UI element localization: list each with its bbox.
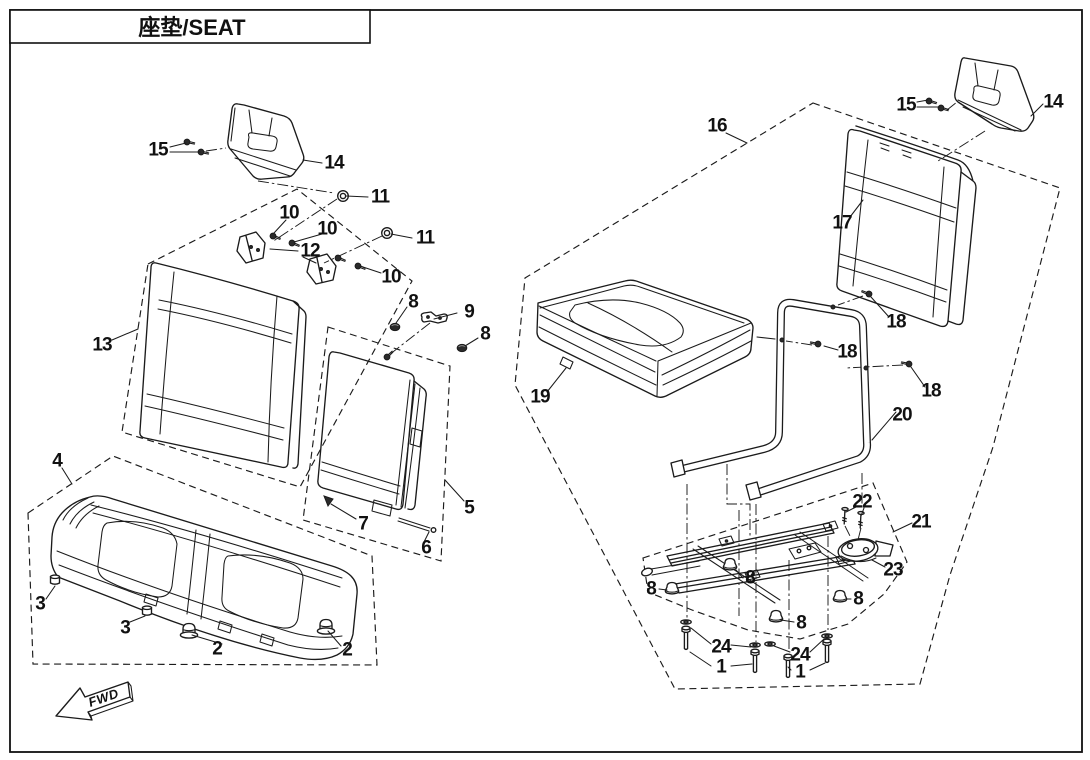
latch-plate bbox=[788, 542, 822, 560]
cushion-latch-knob bbox=[559, 356, 574, 370]
callout-16: 16 bbox=[707, 115, 727, 137]
callout-18: 18 bbox=[886, 311, 906, 333]
page-title: 座垫/SEAT bbox=[138, 15, 246, 40]
callout-3: 3 bbox=[35, 593, 46, 615]
callout-10: 10 bbox=[317, 218, 337, 240]
foot-2-b bbox=[316, 618, 336, 635]
seat-cushion-right bbox=[536, 279, 754, 398]
callout-22: 22 bbox=[852, 491, 872, 513]
headrest-left bbox=[227, 103, 305, 180]
callout-2: 2 bbox=[212, 638, 223, 660]
release-lever bbox=[641, 560, 701, 577]
washer-24-b bbox=[749, 642, 761, 648]
callout-24: 24 bbox=[790, 644, 810, 666]
callout-14: 14 bbox=[324, 152, 344, 174]
callout-8: 8 bbox=[796, 612, 807, 634]
callout-2: 2 bbox=[342, 639, 353, 661]
pin-7-arrow bbox=[323, 495, 334, 508]
washer-24-d bbox=[821, 633, 833, 639]
washer-24-c bbox=[764, 641, 776, 647]
seat-rails bbox=[641, 520, 869, 604]
callout-1: 1 bbox=[716, 656, 727, 678]
screw-15-right-b bbox=[937, 104, 950, 113]
headrest-left-handle-slot bbox=[247, 132, 278, 152]
callout-18: 18 bbox=[837, 341, 857, 363]
screw-18-c bbox=[900, 359, 913, 368]
callout-11: 11 bbox=[370, 186, 390, 208]
frame-runner-end-a bbox=[670, 459, 686, 478]
callout-14: 14 bbox=[1043, 91, 1063, 113]
foot-3-b bbox=[141, 605, 153, 616]
callout-6: 6 bbox=[421, 537, 432, 559]
callout-19: 19 bbox=[530, 386, 550, 408]
region-right-seat-assembly bbox=[514, 102, 1061, 690]
callout-12: 12 bbox=[300, 240, 320, 262]
screw-18-b bbox=[809, 339, 822, 348]
headrest-right-handle-slot bbox=[972, 85, 1001, 106]
callout-4: 4 bbox=[52, 450, 63, 472]
callout-11: 11 bbox=[415, 227, 435, 249]
foot-8-b bbox=[722, 557, 738, 571]
hinge-brackets bbox=[236, 231, 337, 285]
screw-15-left-a bbox=[183, 138, 196, 147]
callout-9: 9 bbox=[464, 301, 475, 323]
callout-7: 7 bbox=[358, 513, 369, 535]
foot-3-a bbox=[49, 574, 61, 585]
backrest-left bbox=[139, 262, 307, 469]
callout-3: 3 bbox=[120, 617, 131, 639]
screw-15-right-a bbox=[925, 97, 938, 106]
backrest-small bbox=[317, 351, 427, 517]
foot-8-a bbox=[664, 581, 680, 595]
foot-8-c bbox=[832, 589, 848, 603]
bench-cushion bbox=[50, 495, 358, 661]
assembly-axis-lines bbox=[205, 101, 986, 650]
washer-24-a bbox=[680, 619, 692, 625]
region-left-backrest bbox=[121, 188, 413, 488]
clip-9 bbox=[420, 311, 448, 324]
callout-8: 8 bbox=[853, 588, 864, 610]
seat-frame bbox=[670, 298, 872, 501]
callout-8: 8 bbox=[745, 567, 756, 589]
callout-13: 13 bbox=[92, 334, 112, 356]
backrest-right bbox=[836, 125, 977, 328]
nut-11-b bbox=[381, 227, 393, 239]
bolt-1-b bbox=[750, 648, 760, 674]
page-border bbox=[9, 9, 1083, 753]
callout-leader-lines bbox=[45, 99, 1044, 671]
region-bench-cushion bbox=[27, 455, 378, 666]
hinge-rod-6 bbox=[397, 517, 437, 533]
callout-5: 5 bbox=[464, 497, 475, 519]
callout-20: 20 bbox=[892, 404, 912, 426]
screw-10-c bbox=[333, 253, 347, 264]
frame-runner-end-b bbox=[745, 481, 762, 501]
callout-10: 10 bbox=[381, 266, 401, 288]
callout-15: 15 bbox=[148, 139, 168, 161]
callout-1: 1 bbox=[795, 661, 806, 683]
callout-10: 10 bbox=[279, 202, 299, 224]
callout-18: 18 bbox=[921, 380, 941, 402]
region-small-backrest bbox=[302, 326, 451, 562]
callout-21: 21 bbox=[911, 511, 931, 533]
screw-on-backrest-small bbox=[382, 348, 395, 362]
bolt-1-a bbox=[681, 625, 691, 651]
fwd-arrow: FWD bbox=[55, 681, 134, 721]
callout-23: 23 bbox=[883, 559, 903, 581]
plug-8-a bbox=[389, 322, 401, 332]
assembly-region-boundaries bbox=[27, 102, 1061, 690]
callout-17: 17 bbox=[832, 212, 852, 234]
screw-22-a bbox=[840, 506, 849, 525]
callout-8: 8 bbox=[480, 323, 491, 345]
region-seat-rails bbox=[642, 482, 908, 640]
callout-8: 8 bbox=[408, 291, 419, 313]
callout-8: 8 bbox=[646, 578, 657, 600]
screw-22-b bbox=[856, 510, 865, 529]
headrest-right bbox=[954, 57, 1035, 132]
riser-bracket-23 bbox=[837, 538, 894, 563]
title-block: 座垫/SEAT bbox=[9, 9, 371, 44]
callout-15: 15 bbox=[896, 94, 916, 116]
callout-24: 24 bbox=[711, 636, 731, 658]
bolt-1-d bbox=[822, 638, 832, 664]
